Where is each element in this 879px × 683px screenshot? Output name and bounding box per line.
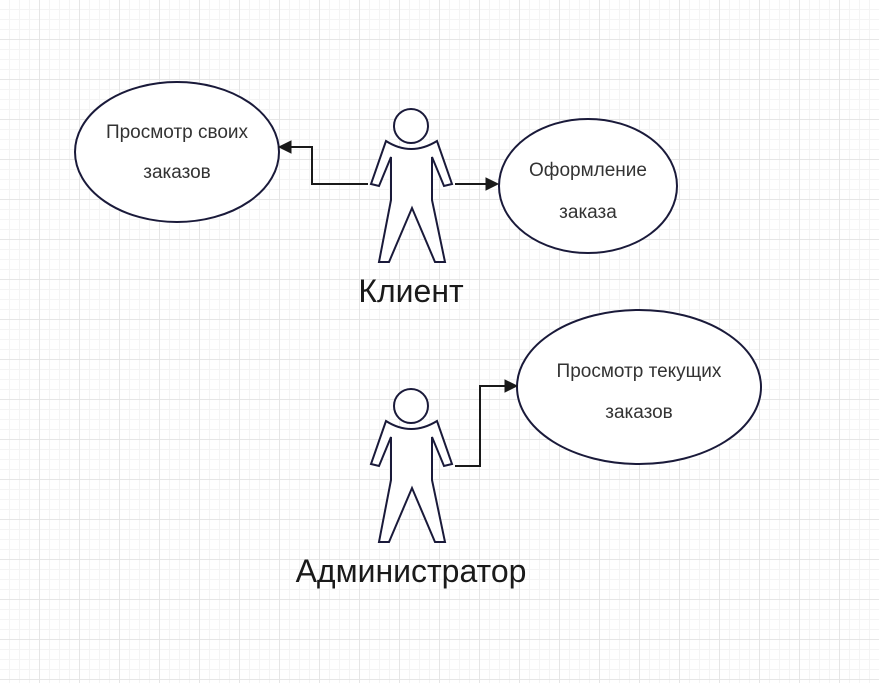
actor-label: Администратор — [296, 553, 527, 589]
actor-admin[interactable]: Администратор — [296, 388, 527, 589]
actor-figure-icon — [369, 388, 454, 543]
use-case-view-own-orders[interactable]: Просмотр своих заказов — [74, 81, 280, 223]
use-case-place-order[interactable]: Оформление заказа — [498, 118, 678, 254]
connector-client-view-own-orders[interactable] — [277, 140, 368, 185]
arrow-head-icon — [277, 140, 292, 154]
use-case-ellipse — [498, 118, 678, 254]
use-case-ellipse — [516, 309, 762, 465]
actor-client[interactable]: Клиент — [358, 108, 464, 309]
use-case-label-line1: Просмотр текущих — [557, 361, 722, 382]
use-case-label-line2: заказа — [559, 202, 617, 223]
use-case-label-line1: Оформление — [529, 160, 647, 181]
arrow-head-icon — [504, 379, 519, 393]
use-case-label-line1: Просмотр своих — [106, 122, 249, 143]
connector-client-place-order[interactable] — [455, 177, 500, 191]
actor-label: Клиент — [358, 273, 464, 309]
actor-figure-icon — [369, 108, 454, 263]
use-case-ellipse — [74, 81, 280, 223]
use-case-label-line2: заказов — [605, 402, 673, 423]
arrow-head-icon — [485, 177, 500, 191]
connector-admin-view-current-orders[interactable] — [455, 379, 519, 467]
use-case-label-line2: заказов — [143, 162, 211, 183]
use-case-view-current-orders[interactable]: Просмотр текущих заказов — [516, 309, 762, 465]
